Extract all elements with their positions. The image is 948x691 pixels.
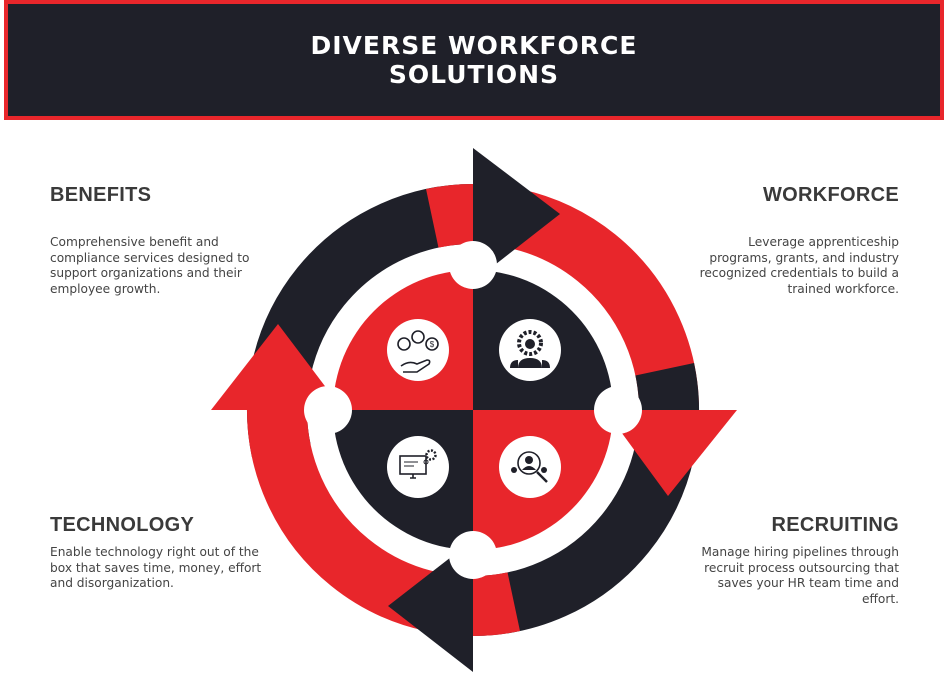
- computer-gears-icon: [387, 436, 449, 498]
- arrowhead-top: [473, 148, 560, 282]
- section-text: Comprehensive benefit and compliance ser…: [50, 235, 250, 296]
- workforce-section: WORKFORCE Leverage apprenticeship progra…: [684, 184, 899, 297]
- arrowhead-right: [605, 410, 737, 496]
- notches: [304, 241, 642, 579]
- page-title: DIVERSE WORKFORCE SOLUTIONS: [310, 31, 638, 89]
- candidate-search-icon: [499, 436, 561, 498]
- arrowhead-bottom: [388, 540, 473, 672]
- benefits-section: BENEFITS Comprehensive benefit and compl…: [50, 184, 265, 297]
- section-text: Manage hiring pipelines through recruit …: [701, 545, 899, 606]
- svg-text:$: $: [430, 340, 435, 349]
- arrowhead-left: [211, 324, 343, 410]
- section-text: Enable technology right out of the box t…: [50, 545, 262, 590]
- team-gear-icon: [499, 319, 561, 381]
- section-title: BENEFITS: [50, 184, 152, 206]
- recruiting-section: RECRUITING Manage hiring pipelines throu…: [684, 514, 899, 607]
- section-title: WORKFORCE: [762, 184, 899, 206]
- section-text: Leverage apprenticeship programs, grants…: [699, 235, 899, 296]
- title-banner: DIVERSE WORKFORCE SOLUTIONS: [4, 0, 944, 120]
- section-title: RECRUITING: [771, 514, 899, 536]
- benefits-hand-icon: $: [387, 319, 449, 381]
- technology-section: TECHNOLOGY Enable technology right out o…: [50, 514, 265, 592]
- section-title: TECHNOLOGY: [50, 514, 195, 536]
